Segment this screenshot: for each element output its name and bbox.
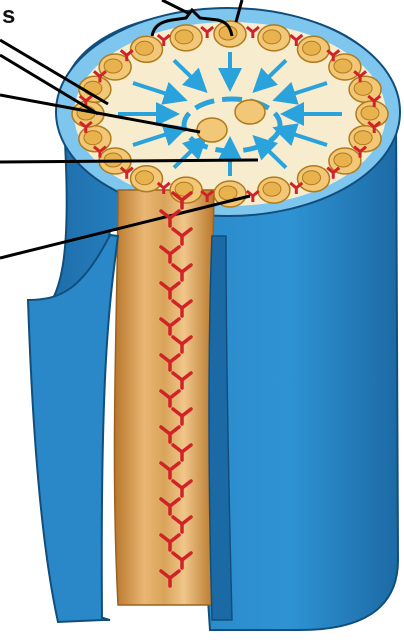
- cell-nucleus: [219, 186, 237, 200]
- cell-nucleus: [136, 171, 154, 185]
- label-s: s: [2, 4, 15, 28]
- front-wall-left: [28, 235, 118, 622]
- cell-nucleus: [354, 81, 372, 95]
- center-cell-left: [197, 118, 227, 142]
- cell-nucleus: [263, 30, 281, 44]
- cell-nucleus: [361, 106, 379, 120]
- longitudinal-core: [114, 190, 214, 605]
- cell-nucleus: [136, 41, 154, 55]
- cell-nucleus: [175, 30, 193, 44]
- cell-nucleus: [354, 131, 372, 145]
- cell-nucleus: [263, 182, 281, 196]
- center-cell-right: [235, 100, 265, 124]
- cell-nucleus: [334, 59, 352, 73]
- cell-nucleus: [303, 41, 321, 55]
- cell-nucleus: [84, 81, 102, 95]
- cell-nucleus: [334, 153, 352, 167]
- cell-nucleus: [104, 59, 122, 73]
- cell-nucleus: [303, 171, 321, 185]
- pointer-line-4: [0, 160, 258, 162]
